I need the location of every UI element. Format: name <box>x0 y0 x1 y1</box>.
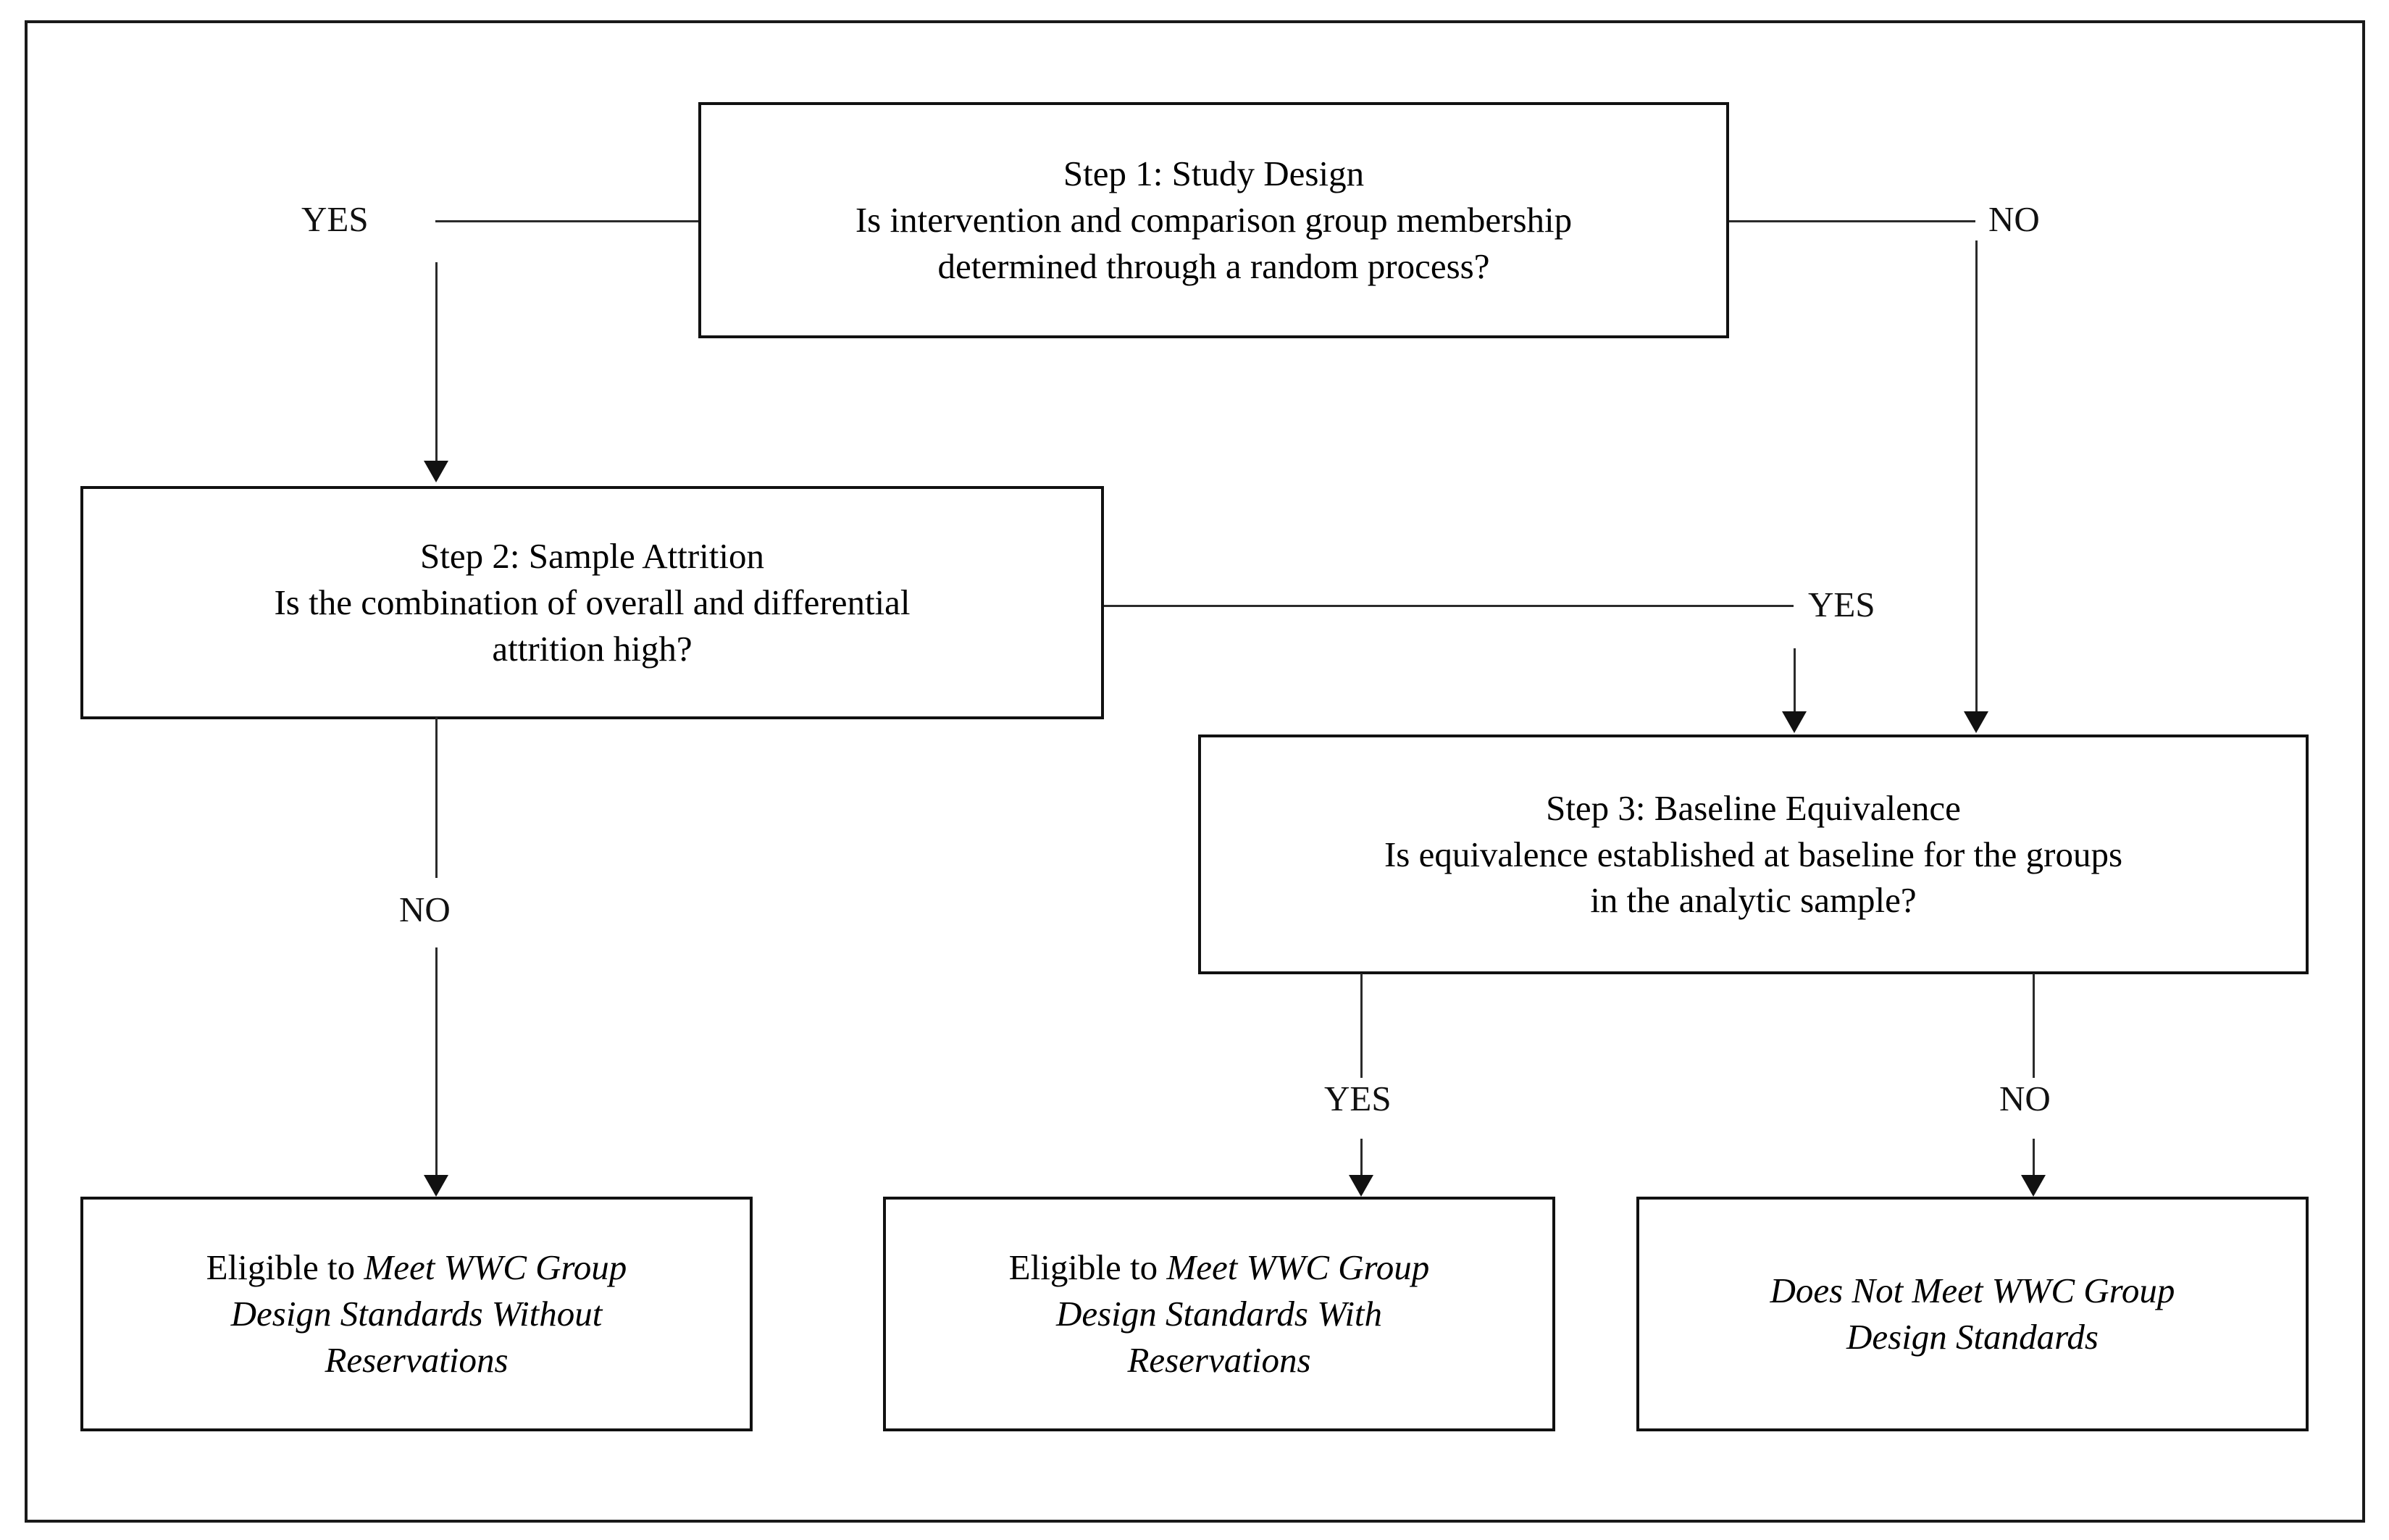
connector-step3-no-lower <box>2033 1139 2035 1176</box>
arrowhead-step1-no-to-step3 <box>1964 711 1988 733</box>
outcome3-emphasis-1: Does Not Meet WWC Group <box>1770 1271 2175 1311</box>
connector-step3-no-upper <box>2033 974 2035 1078</box>
step3-heading: Step 3: Baseline Equivalence <box>1546 787 1961 828</box>
outcome1-emphasis-2: Design Standards Without <box>230 1294 603 1334</box>
connector-step3-yes-upper <box>1360 974 1363 1078</box>
step2-question-line-1: Is the combination of overall and differ… <box>274 582 911 623</box>
connector-step2-yes-vertical <box>1794 648 1796 713</box>
arrowhead-step3-no-to-outcome3 <box>2021 1175 2046 1197</box>
arrowhead-step3-yes-to-outcome2 <box>1349 1175 1373 1197</box>
connector-step1-no-vertical <box>1975 240 1978 713</box>
outcome1-prefix: Eligible to <box>206 1247 364 1288</box>
node-step-2-sample-attrition: Step 2: Sample Attrition Is the combinat… <box>80 486 1104 719</box>
step1-question-line-1: Is intervention and comparison group mem… <box>855 200 1573 240</box>
outcome2-emphasis-1: Meet WWC Group <box>1166 1247 1430 1288</box>
step1-question-line-2: determined through a random process? <box>937 246 1490 286</box>
node-step-1-study-design: Step 1: Study Design Is intervention and… <box>698 102 1729 338</box>
edge-label-step2-no: NO <box>399 890 451 929</box>
outcome1-line-1: Eligible to Meet WWC Group <box>83 1244 750 1291</box>
node-outcome-with-reservations: Eligible to Meet WWC Group Design Standa… <box>883 1197 1555 1431</box>
node-outcome-without-reservations: Eligible to Meet WWC Group Design Standa… <box>80 1197 753 1431</box>
arrowhead-step1-yes-to-step2 <box>424 461 448 482</box>
connector-step1-yes-horizontal <box>435 220 698 222</box>
step2-heading: Step 2: Sample Attrition <box>419 536 765 577</box>
outcome1-emphasis-3: Reservations <box>325 1339 509 1380</box>
connector-step2-no-lower <box>435 947 438 1176</box>
step3-question-line-2: in the analytic sample? <box>1590 880 1917 921</box>
connector-step3-yes-lower <box>1360 1139 1363 1176</box>
edge-label-step3-yes: YES <box>1324 1079 1392 1118</box>
outcome3-emphasis-2: Design Standards <box>1846 1317 2099 1357</box>
diagram-frame: Step 1: Study Design Is intervention and… <box>25 20 2365 1523</box>
edge-label-step2-yes: YES <box>1808 585 1875 624</box>
connector-step1-yes-vertical <box>435 262 438 462</box>
edge-label-step1-yes: YES <box>301 199 369 239</box>
step1-heading: Step 1: Study Design <box>1063 154 1365 194</box>
outcome2-prefix: Eligible to <box>1008 1247 1167 1288</box>
arrowhead-step2-no-to-outcome1 <box>424 1175 448 1197</box>
edge-label-step3-no: NO <box>1999 1079 2051 1118</box>
arrowhead-step2-yes-to-step3 <box>1782 711 1807 733</box>
outcome1-emphasis-1: Meet WWC Group <box>364 1247 627 1288</box>
step2-question-line-2: attrition high? <box>492 628 693 669</box>
node-outcome-does-not-meet: Does Not Meet WWC Group Design Standards <box>1636 1197 2309 1431</box>
connector-step2-no-upper <box>435 717 438 878</box>
outcome2-emphasis-2: Design Standards With <box>1055 1294 1383 1334</box>
connector-step2-yes-horizontal <box>1104 605 1794 607</box>
outcome2-line-1: Eligible to Meet WWC Group <box>886 1244 1552 1291</box>
connector-step1-no-horizontal <box>1729 220 1975 222</box>
edge-label-step1-no: NO <box>1988 199 2040 239</box>
step3-question-line-1: Is equivalence established at baseline f… <box>1384 834 2123 874</box>
node-step-3-baseline-equivalence: Step 3: Baseline Equivalence Is equivale… <box>1198 735 2309 974</box>
outcome2-emphasis-3: Reservations <box>1127 1339 1311 1380</box>
